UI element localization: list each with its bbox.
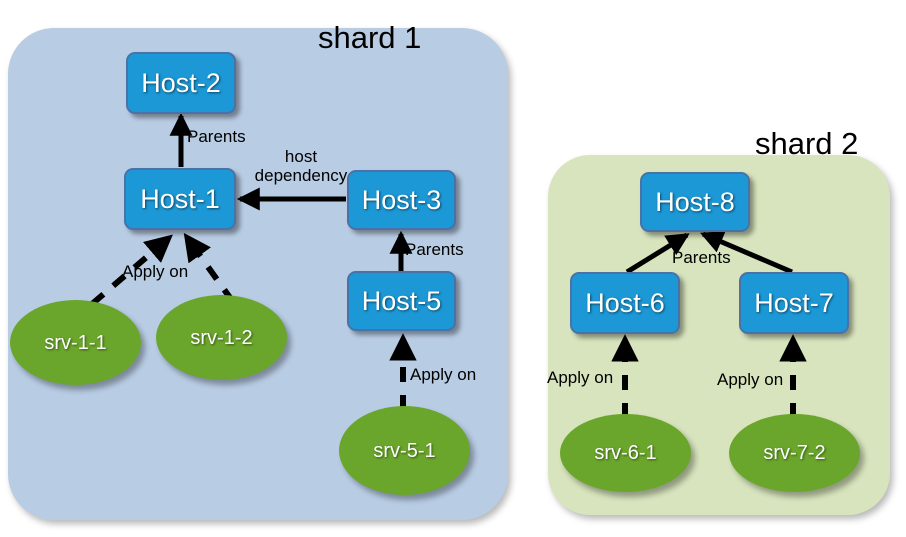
node-srv-6-1[interactable]: srv-6-1 [560,414,691,492]
node-host-6[interactable]: Host-6 [570,272,680,334]
node-host-7-label: Host-7 [754,287,834,318]
node-host-8-label: Host-8 [655,186,735,217]
edge-label-parents-host2: Parents [187,127,246,146]
node-host-7[interactable]: Host-7 [739,272,849,334]
edge-label-host-dependency-line2: dependency [254,165,348,185]
shard-2-title: shard 2 [755,126,859,161]
node-host-3-label: Host-3 [361,184,442,215]
edge-label-parents-host8: Parents [672,248,731,267]
node-srv-1-2-label: srv-1-2 [190,326,253,349]
edge-label-apply-on-host7: Apply on [717,370,784,389]
node-srv-1-1-label: srv-1-1 [44,331,107,354]
node-host-1[interactable]: Host-1 [124,168,236,230]
node-srv-6-1-label: srv-6-1 [594,442,657,464]
edge-label-apply-on-host6: Apply on [547,368,614,387]
node-srv-5-1-label: srv-5-1 [373,439,436,462]
edge-label-host-dependency-line1: host [284,147,318,166]
edge-label-host-dependency: host dependency [246,147,356,185]
edge-label-apply-on-host1: Apply on [122,262,189,281]
node-host-2[interactable]: Host-2 [126,52,236,114]
node-srv-5-1[interactable]: srv-5-1 [339,406,470,495]
node-host-6-label: Host-6 [585,287,665,318]
node-host-5[interactable]: Host-5 [347,271,456,331]
node-host-5-label: Host-5 [361,285,442,316]
node-host-2-label: Host-2 [141,67,221,98]
node-host-3[interactable]: Host-3 [347,170,456,230]
node-host-1-label: Host-1 [140,183,220,214]
node-srv-7-2[interactable]: srv-7-2 [729,414,860,492]
node-srv-1-2[interactable]: srv-1-2 [156,295,287,380]
node-srv-1-1[interactable]: srv-1-1 [10,300,141,385]
edge-label-apply-on-host5: Apply on [410,365,477,384]
node-srv-7-2-label: srv-7-2 [763,442,826,464]
shard-1-title: shard 1 [318,20,422,55]
edge-label-parents-host3: Parents [405,240,464,259]
node-host-8[interactable]: Host-8 [640,172,750,232]
